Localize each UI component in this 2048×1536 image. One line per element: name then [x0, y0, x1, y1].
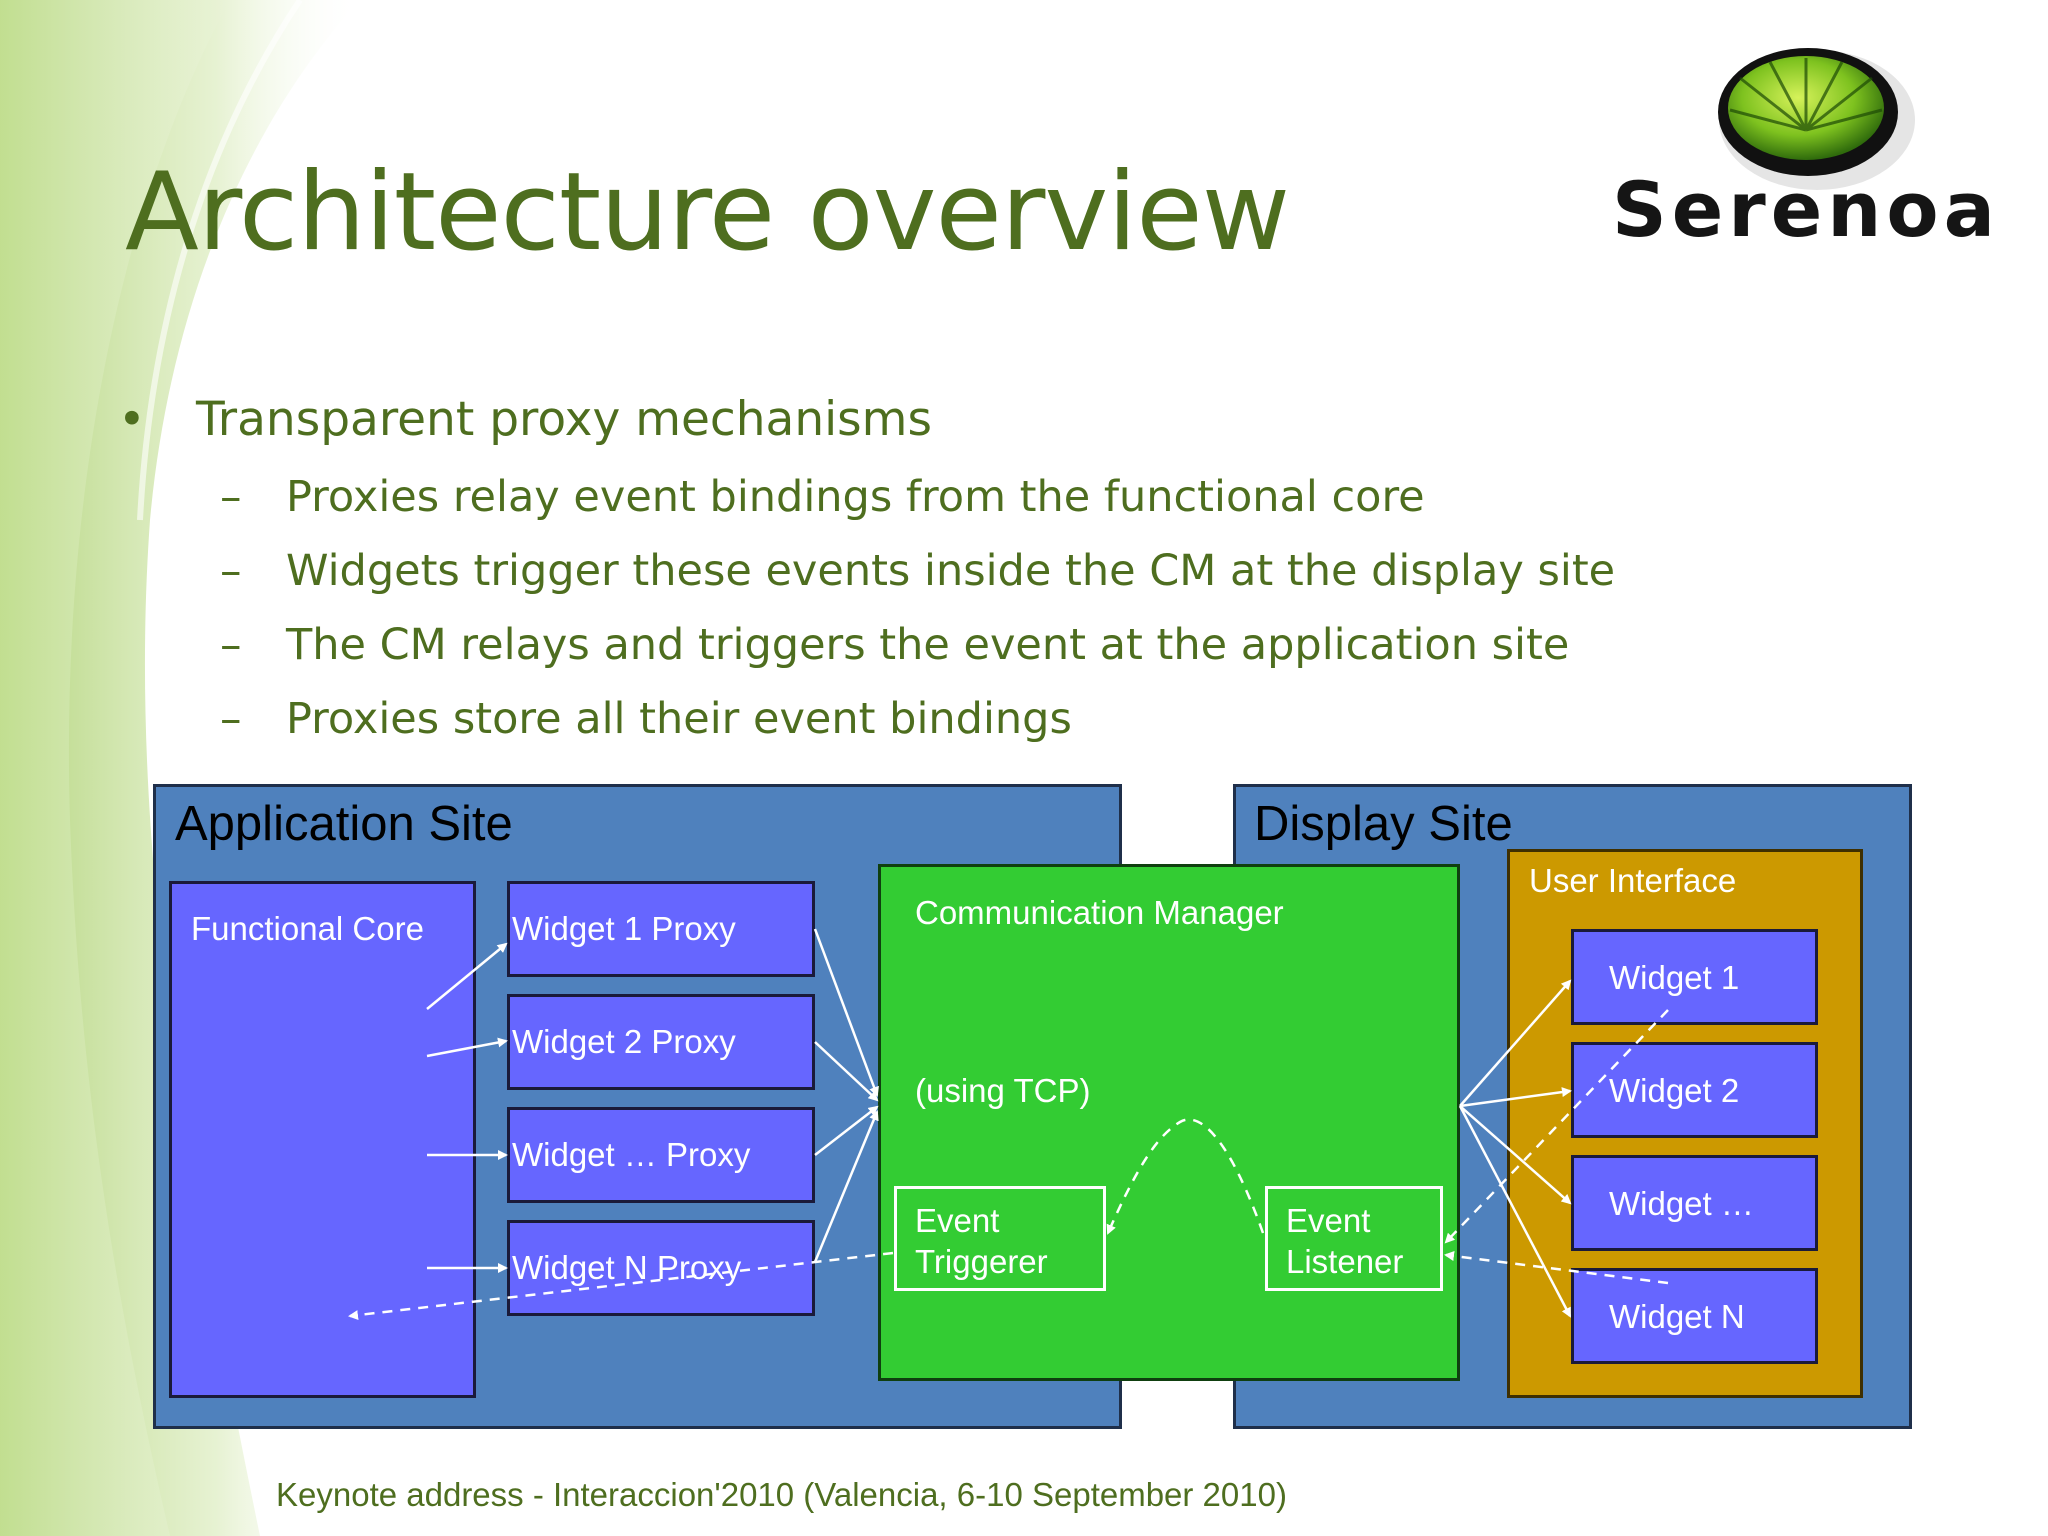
event-listener-label-line1: Event: [1286, 1202, 1371, 1239]
logo-wordmark: Serenoa: [1612, 165, 2000, 254]
sub-bullet-text: Widgets trigger these events inside the …: [286, 546, 1616, 596]
user-interface-label: User Interface: [1529, 862, 1737, 899]
event-listener-label-line2: Listener: [1286, 1243, 1404, 1280]
sub-bullet-text: The CM relays and triggers the event at …: [286, 620, 1570, 670]
sub-bullet: –Proxies store all their event bindings: [220, 694, 1072, 744]
sub-bullet-text: Proxies relay event bindings from the fu…: [286, 472, 1425, 522]
widget-label: Widget …: [1609, 1185, 1754, 1222]
communication-manager-sublabel: (using TCP): [915, 1072, 1091, 1109]
communication-manager-label: Communication Manager: [915, 894, 1284, 931]
sub-bullet-text: Proxies store all their event bindings: [286, 694, 1072, 744]
main-bullet: •Transparent proxy mechanisms: [118, 392, 932, 447]
functional-core-box: [169, 881, 476, 1398]
widget-proxy-label: Widget N Proxy: [512, 1249, 742, 1286]
event-triggerer-label-line1: Event: [915, 1202, 1000, 1239]
display-site-label: Display Site: [1254, 797, 1513, 851]
functional-core-label: Functional Core: [191, 910, 424, 947]
application-site-label: Application Site: [175, 797, 513, 851]
sub-bullet: –Widgets trigger these events inside the…: [220, 546, 1616, 596]
event-listener-box: [1265, 1186, 1443, 1291]
slide-title: Architecture overview: [125, 150, 1290, 275]
event-triggerer-label-line2: Triggerer: [915, 1243, 1048, 1280]
widget-proxy-box: [507, 1107, 815, 1203]
widget-label: Widget 1: [1609, 959, 1740, 996]
sub-bullet: –Proxies relay event bindings from the f…: [220, 472, 1425, 522]
widget-label: Widget 2: [1609, 1072, 1740, 1109]
event-triggerer-box: [894, 1186, 1106, 1291]
main-bullet-text: Transparent proxy mechanisms: [196, 392, 932, 447]
widget-proxy-box: [507, 881, 815, 977]
widget-proxy-box: [507, 994, 815, 1090]
widget-box: [1571, 929, 1818, 1025]
widget-proxy-label: Widget … Proxy: [512, 1136, 751, 1173]
widget-label: Widget N: [1609, 1298, 1745, 1335]
slide-footer: Keynote address - Interaccion'2010 (Vale…: [276, 1476, 1287, 1513]
serenoa-logo-icon: [1718, 48, 1915, 190]
widget-proxy-label: Widget 1 Proxy: [512, 910, 736, 947]
sub-bullet: –The CM relays and triggers the event at…: [220, 620, 1570, 670]
communication-manager-box: [878, 864, 1460, 1381]
widget-proxy-label: Widget 2 Proxy: [512, 1023, 736, 1060]
